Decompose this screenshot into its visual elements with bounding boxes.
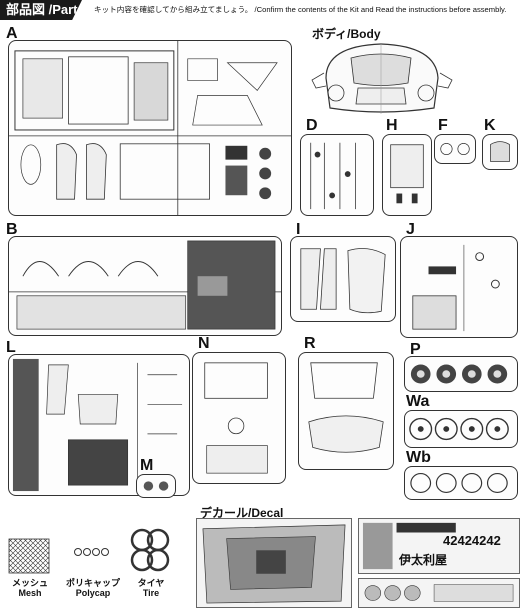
sprue-label-wa: Wa [406,393,430,410]
body-section-title: ボディ/Body [312,27,381,41]
polycap-parts [74,548,109,556]
sprue-label-i: I [296,221,301,238]
sprue-a [8,40,292,216]
header-instruction: キット内容を確認してから組み立てましょう。 /Confirm the conte… [94,5,507,14]
sprue-label-a: A [6,25,18,42]
decal-sheet-marks: 42424242 伊太利屋 [358,518,520,574]
sprue-h [382,134,432,216]
sprue-label-m: M [140,457,154,474]
sprue-label-j: J [406,221,415,238]
sprue-r [298,352,394,470]
sprue-label-b: B [6,221,18,238]
sprue-label-r: R [304,335,316,352]
sprue-label-l: L [6,339,16,356]
sprue-n [192,352,286,484]
sprue-wa [404,410,518,448]
decal-brand-mark: 伊太利屋 [399,553,448,567]
sprue-k [482,134,518,170]
sprue-label-d: D [306,117,318,134]
sprue-label-h: H [386,117,398,134]
sprue-j [400,236,518,338]
sprue-label-k: K [484,117,496,134]
sprue-label-n: N [198,335,210,352]
sprue-i [290,236,396,322]
sprue-label-p: P [410,341,421,358]
sprue-f [434,134,476,164]
sprue-p [404,356,518,392]
sprue-d [300,134,374,216]
decal-race-number: 42424242 [443,533,501,548]
parts-header-tag: 部品図 /Parts [0,0,82,20]
sprue-wb [404,466,518,500]
sprue-m [136,474,176,498]
mesh-part [8,538,50,574]
sprue-l [8,354,190,496]
decal-sheet-small [358,578,520,608]
sprue-label-wb: Wb [406,449,431,466]
decal-section-title: デカール/Decal [200,506,284,520]
sprue-label-f: F [438,117,448,134]
body-shell-drawing [311,43,453,114]
sprue-b [8,236,282,336]
decal-sheet-body [196,518,352,608]
tire-parts [130,528,170,572]
